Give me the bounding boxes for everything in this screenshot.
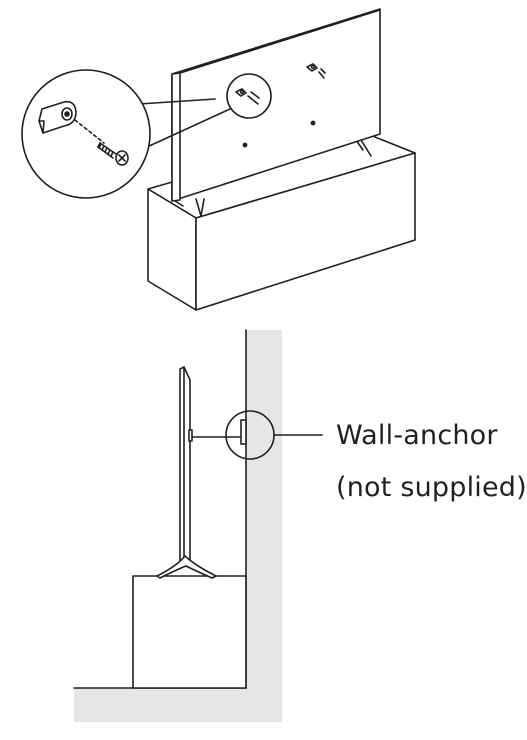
- tv-wall-side-view: [73, 329, 323, 722]
- tv-on-stand-rear-view: [21, 8, 416, 311]
- tv-panel-back: [171, 8, 381, 202]
- wall-and-floor: [74, 330, 282, 722]
- magnifier-circle: [21, 69, 151, 199]
- highlight-circle-tv: [226, 73, 272, 119]
- stand-cabinet: [147, 128, 416, 311]
- tv-bracket-right: [306, 63, 326, 79]
- magnifier-connector: [138, 98, 231, 148]
- wall-anchor: [240, 419, 247, 445]
- wall-anchor-label: Wall-anchor: [336, 420, 498, 451]
- tv-bracket-left: [235, 88, 260, 105]
- tv-foot: [156, 555, 217, 579]
- not-supplied-label: (not supplied): [336, 472, 527, 503]
- stand-box-side: [132, 575, 247, 689]
- tv-side-profile: [179, 366, 193, 567]
- mounting-holes: [242, 120, 316, 148]
- bracket-and-screw-magnified: [38, 100, 129, 166]
